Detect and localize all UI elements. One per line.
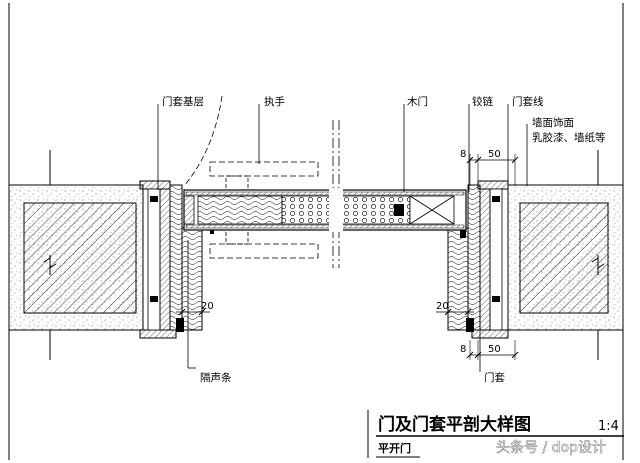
door-leaf	[183, 189, 467, 231]
dimension-left-20: 20	[176, 300, 214, 318]
label-hinge: 铰链	[472, 95, 493, 108]
dim-bottom-gap: 8	[460, 344, 466, 355]
dim-top-width: 50	[488, 149, 501, 160]
label-door-trim: 门套线	[512, 95, 544, 108]
drawing-scale: 1:4	[598, 419, 619, 434]
dim-bottom-width: 50	[488, 344, 501, 355]
watermark: 头条号 / dop设计	[496, 439, 606, 456]
break-line	[329, 120, 343, 268]
left-door-frame	[139, 180, 203, 339]
dim-left-gap: 20	[201, 301, 214, 312]
label-wall-finish-1: 墙面饰面	[532, 116, 574, 129]
door-handle	[209, 161, 319, 259]
label-handle: 执手	[264, 95, 285, 108]
drawing-subtitle: 平开门	[378, 441, 411, 455]
label-door-frame: 门套	[484, 371, 505, 384]
label-door-frame-base: 门套基层	[162, 95, 204, 108]
label-wall-finish-2: 乳胶漆、墙纸等	[532, 131, 606, 144]
dimension-bottom: 8 50	[460, 340, 519, 360]
left-wall	[8, 150, 144, 360]
dimension-right-20: 20	[436, 300, 474, 318]
dim-right-gap: 20	[436, 301, 449, 312]
leader-lines	[157, 104, 528, 372]
right-door-frame	[447, 180, 509, 339]
label-wood-door: 木门	[407, 95, 428, 108]
labels: 门套基层 执手 木门 铰链 门套线 墙面饰面 乳胶漆、墙纸等 隔声条 门套	[162, 95, 606, 384]
door-swing-arc	[183, 95, 223, 187]
label-sound-strip: 隔声条	[200, 371, 232, 384]
dim-top-gap: 8	[460, 149, 466, 160]
right-wall	[507, 150, 624, 360]
dimension-top: 8 50	[460, 149, 519, 186]
title-block: 门及门套平剖大样图 1:4 平开门	[367, 410, 624, 458]
drawing-title: 门及门套平剖大样图	[378, 414, 531, 435]
